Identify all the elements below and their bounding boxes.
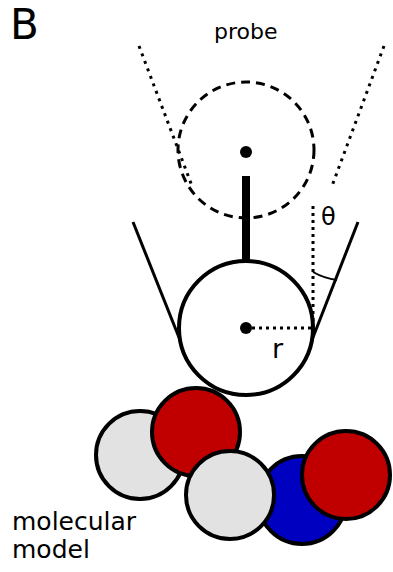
probe-cone-line xyxy=(332,46,384,186)
part-label: molecular model xyxy=(12,508,192,563)
atom-oxygen xyxy=(302,431,390,519)
radius-line xyxy=(252,327,313,330)
probe-cone-line xyxy=(139,46,192,186)
cone-line xyxy=(133,222,184,350)
atom-hydrogen xyxy=(186,451,274,539)
part-label: probe xyxy=(214,20,278,44)
cone-line xyxy=(310,222,358,345)
angle-symbol: θ xyxy=(321,204,336,230)
contact-probe-circle xyxy=(179,261,313,395)
angle-arc xyxy=(313,272,337,280)
panel-letter: B xyxy=(10,2,39,48)
center-dot xyxy=(240,322,252,334)
center-dot xyxy=(240,146,252,158)
vertical-guide xyxy=(312,206,315,328)
radius-symbol: r xyxy=(272,334,283,364)
